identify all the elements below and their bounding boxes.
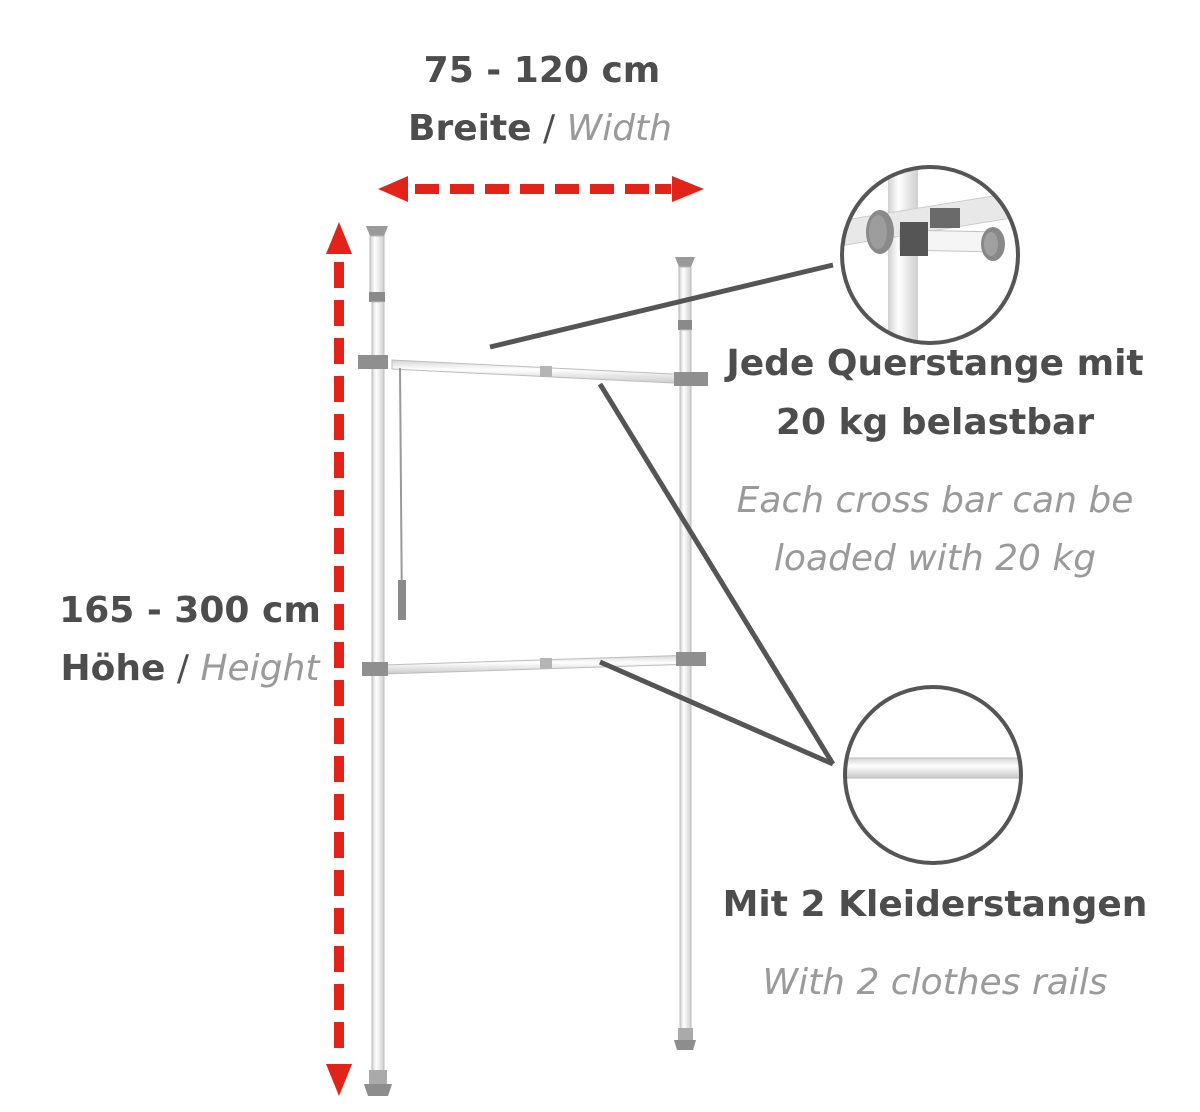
load-info-de-line2: 20 kg belastbar <box>775 402 1095 443</box>
height-caption-de: Höhe <box>60 648 166 689</box>
leader-lines <box>489 262 836 767</box>
lower-cross-bar <box>362 652 706 676</box>
left-pole <box>364 226 392 1096</box>
width-caption: Breite / Width <box>380 108 700 149</box>
rails-info-de: Mit 2 Kleiderstangen <box>722 884 1148 925</box>
height-range-label: 165 - 300 cm <box>59 590 321 631</box>
load-info-en-line2: loaded with 20 kg <box>773 538 1097 579</box>
right-pole <box>674 257 696 1050</box>
width-caption-en: Width <box>566 108 672 149</box>
rails-info-en: With 2 clothes rails <box>762 962 1108 1003</box>
width-caption-separator: / <box>531 108 567 149</box>
detail-circle-rail <box>843 685 1023 865</box>
height-arrow <box>326 222 352 1096</box>
width-range-label: 75 - 120 cm <box>423 50 661 91</box>
height-caption-separator: / <box>165 648 201 689</box>
width-arrow <box>378 176 704 202</box>
height-caption: Höhe / Height <box>40 648 340 689</box>
load-info-en-line1: Each cross bar can be <box>736 480 1134 521</box>
load-info-de-line1: Jede Querstange mit <box>726 343 1144 384</box>
detail-circle-fitting <box>840 165 1020 345</box>
height-caption-en: Height <box>200 648 320 689</box>
width-caption-de: Breite <box>408 108 532 149</box>
upper-cross-bar <box>358 355 708 620</box>
